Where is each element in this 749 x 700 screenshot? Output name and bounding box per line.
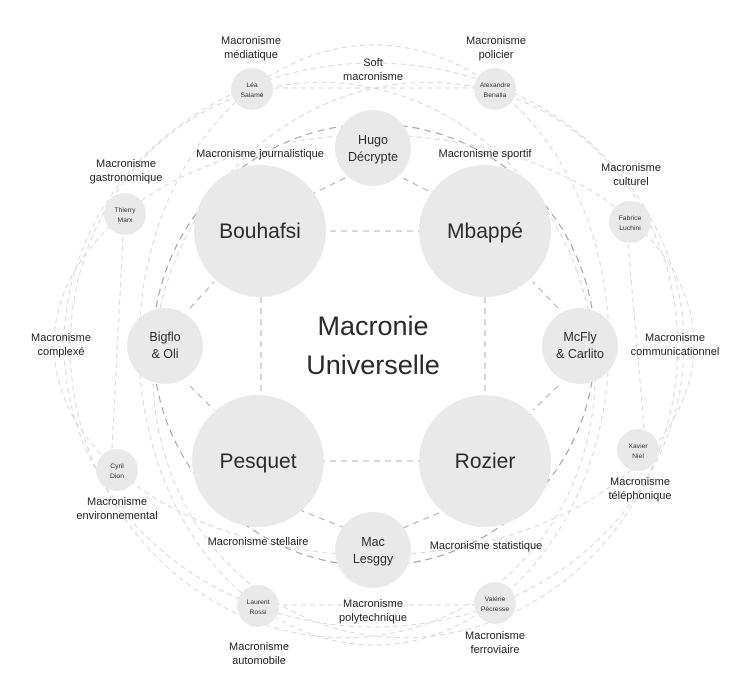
node-valerie-line1: Valérie <box>485 596 506 603</box>
label-telephonique-1: Macronisme <box>610 476 670 488</box>
big-nodes: Bouhafsi Mbappé Pesquet Rozier <box>192 165 551 527</box>
label-statistique: Macronisme statistique <box>430 540 543 552</box>
label-policier-2: policier <box>479 49 514 61</box>
outer-ring <box>63 62 685 628</box>
link-hugo-mbappe <box>402 177 447 201</box>
labels: Macronisme médiatique Macronisme policie… <box>31 35 719 667</box>
node-bouhafsi-label: Bouhafsi <box>219 220 301 243</box>
node-alexandre-line1: Alexandre <box>480 82 511 89</box>
node-xavier-line2: Niel <box>632 453 644 460</box>
node-valerie-line2: Pécresse <box>481 606 510 613</box>
node-bouhafsi[interactable]: Bouhafsi <box>194 165 326 297</box>
node-cyril-line2: Dion <box>110 473 124 480</box>
link-mcfly-mbappe <box>532 281 559 309</box>
node-rozier-label: Rozier <box>455 450 516 473</box>
center-title: Macronie Universelle <box>306 311 440 380</box>
link-bigflo-pesquet <box>189 385 215 411</box>
node-mcfly-carlito[interactable]: McFly & Carlito <box>542 308 618 384</box>
node-lea-line2: Salamé <box>240 92 263 99</box>
label-mediatique-2: médiatique <box>224 49 278 61</box>
node-xavier-niel[interactable]: Xavier Niel <box>617 429 659 471</box>
node-alexandre-line2: Benalla <box>484 92 507 99</box>
small-nodes: Léa Salamé Alexandre Benalla Thierry Mar… <box>96 68 659 627</box>
label-telephonique-2: téléphonique <box>608 490 671 502</box>
node-bigflo-line1: Bigflo <box>149 330 180 344</box>
node-fabrice-luchini[interactable]: Fabrice Luchini <box>609 201 651 243</box>
node-mcfly-line2: & Carlito <box>556 347 604 361</box>
label-gastronomique-1: Macronisme <box>96 158 156 170</box>
label-policier-1: Macronisme <box>466 35 526 47</box>
node-cyril-dion[interactable]: Cyril Dion <box>96 449 138 491</box>
label-communicationnel-2: communicationnel <box>631 346 720 358</box>
node-fabrice-line2: Luchini <box>619 225 641 232</box>
node-laurent-line1: Laurent <box>246 599 269 606</box>
node-hugo-line1: Hugo <box>358 133 388 147</box>
node-rozier[interactable]: Rozier <box>419 395 551 527</box>
node-thierry-line1: Thierry <box>114 207 136 214</box>
label-mediatique-1: Macronisme <box>221 35 281 47</box>
label-soft-2: macronisme <box>343 71 403 83</box>
label-ferroviaire-1: Macronisme <box>465 630 525 642</box>
label-automobile-1: Macronisme <box>229 641 289 653</box>
label-polytechnique-2: polytechnique <box>339 612 407 624</box>
node-fabrice-line1: Fabrice <box>619 215 642 222</box>
node-alexandre-benalla[interactable]: Alexandre Benalla <box>474 68 516 110</box>
label-culturel-2: culturel <box>613 176 648 188</box>
node-valerie-pecresse[interactable]: Valérie Pécresse <box>474 582 516 624</box>
label-environnemental-2: environnemental <box>76 510 157 522</box>
label-culturel-1: Macronisme <box>601 162 661 174</box>
link-bigflo-bouhafsi <box>189 281 215 309</box>
node-mac-line1: Mac <box>361 535 385 549</box>
node-mbappe[interactable]: Mbappé <box>419 165 551 297</box>
node-xavier-line1: Xavier <box>628 443 648 450</box>
node-mcfly-line1: McFly <box>563 330 597 344</box>
node-thierry-marx[interactable]: Thierry Marx <box>104 193 146 235</box>
label-environnemental-1: Macronisme <box>87 496 147 508</box>
node-lea-salame[interactable]: Léa Salamé <box>231 68 273 110</box>
node-mac-lesggy[interactable]: Mac Lesggy <box>335 512 411 588</box>
node-bigflo-line2: & Oli <box>151 347 178 361</box>
label-communicationnel-1: Macronisme <box>645 332 705 344</box>
label-automobile-2: automobile <box>232 655 286 667</box>
mid-nodes: Hugo Décrypte Bigflo & Oli McFly & Carli… <box>127 110 618 588</box>
node-hugo-decrypte[interactable]: Hugo Décrypte <box>335 110 411 186</box>
link-mac-pesquet <box>299 509 346 529</box>
node-mac-line2: Lesggy <box>353 552 394 566</box>
label-ferroviaire-2: ferroviaire <box>471 644 520 656</box>
center-title-line2: Universelle <box>306 350 440 380</box>
link-hugo-bouhafsi <box>299 177 346 201</box>
link-mcfly-rozier <box>532 385 559 411</box>
node-mbappe-label: Mbappé <box>447 220 523 243</box>
node-laurent-rossi[interactable]: Laurent Rossi <box>237 585 279 627</box>
label-soft-1: Soft <box>363 57 383 69</box>
link-fabrice-xavier <box>627 243 646 439</box>
link-mac-rozier <box>402 509 447 529</box>
center-title-line1: Macronie <box>317 311 428 341</box>
label-sportif: Macronisme sportif <box>439 148 533 160</box>
link-thierry-cyril <box>111 236 124 449</box>
label-journalistique: Macronisme journalistique <box>196 148 324 160</box>
node-cyril-line1: Cyril <box>110 463 124 470</box>
node-pesquet-label: Pesquet <box>219 450 296 473</box>
label-stellaire: Macronisme stellaire <box>208 536 309 548</box>
label-polytechnique-1: Macronisme <box>343 598 403 610</box>
node-hugo-line2: Décrypte <box>348 150 398 164</box>
node-bigflo-oli[interactable]: Bigflo & Oli <box>127 308 203 384</box>
node-pesquet[interactable]: Pesquet <box>192 395 324 527</box>
label-gastronomique-2: gastronomique <box>90 172 163 184</box>
node-laurent-line2: Rossi <box>250 609 267 616</box>
label-complexe-1: Macronisme <box>31 332 91 344</box>
node-thierry-line2: Marx <box>117 217 133 224</box>
node-lea-line1: Léa <box>246 82 258 89</box>
label-complexe-2: complexé <box>37 346 84 358</box>
